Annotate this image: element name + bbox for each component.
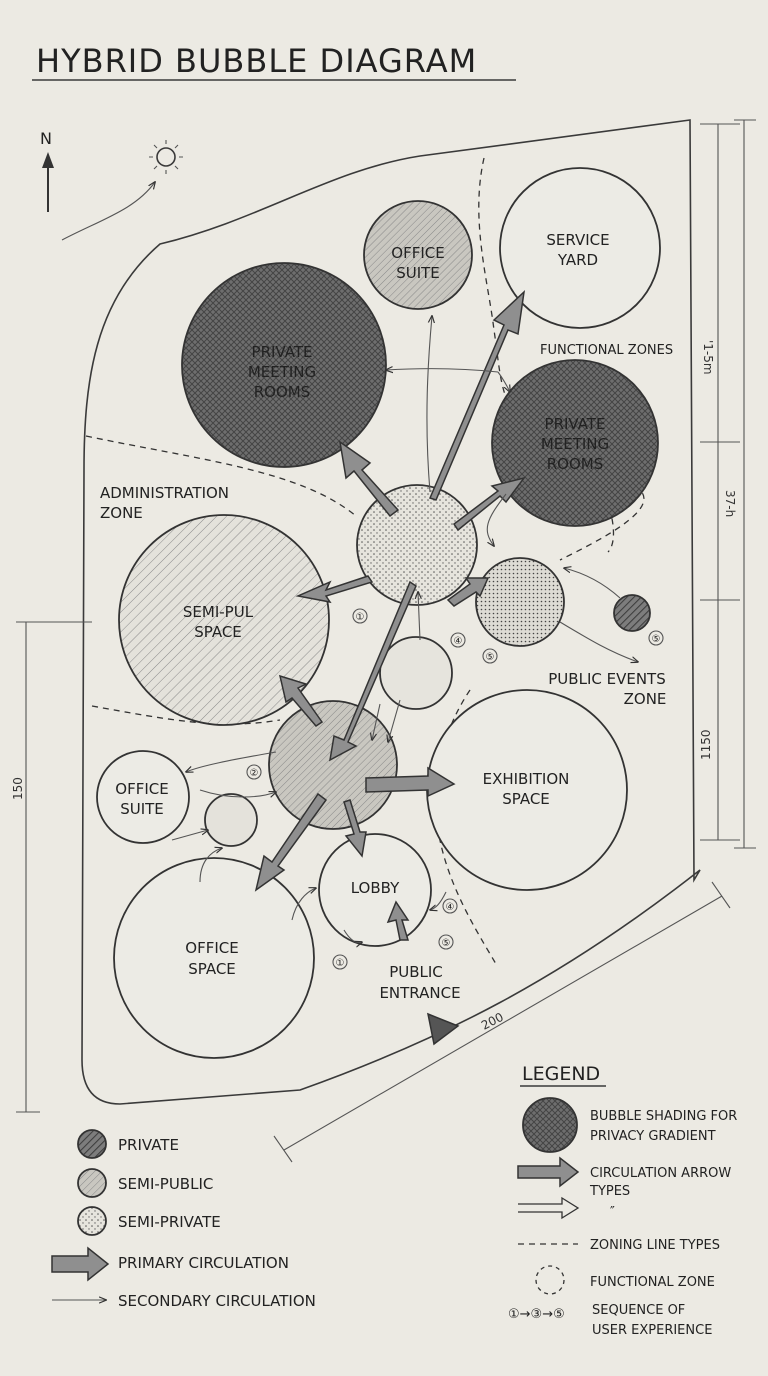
thick-arrow-icon	[51, 1246, 110, 1282]
legend-heading: LEGEND	[522, 1063, 600, 1085]
key-private-label: PRIVATE	[118, 1136, 179, 1154]
dashed-circle-icon	[535, 1265, 565, 1295]
small-link-bubble	[379, 636, 453, 710]
dim-top-right: '1-5m	[701, 340, 715, 375]
legend-circulation-line-2: TYPES	[589, 1184, 630, 1199]
office-suite-left-label-1: OFFICE	[115, 780, 168, 798]
legend: LEGEND BUBBLE SHADING FOR PRIVACY GRADIE…	[508, 1063, 737, 1338]
private-meeting-rooms-1-bubble	[181, 262, 387, 468]
service-yard-label-2: YARD	[557, 251, 598, 269]
hatched-circle-icon	[77, 1168, 107, 1198]
small-private-bubble	[613, 594, 651, 632]
legend-circulation-line-1: CIRCULATION ARROW	[590, 1166, 731, 1181]
key-primary-circulation-label: PRIMARY CIRCULATION	[118, 1254, 289, 1272]
dotted-circle-icon	[77, 1206, 107, 1236]
secondary-circulation-arrows	[171, 316, 638, 943]
legend-sequence-line-1: SEQUENCE OF	[592, 1303, 685, 1318]
sequence-icon: ①→③→⑤	[508, 1307, 565, 1322]
private-meeting-2-label-2: MEETING	[541, 435, 609, 453]
semi-pul-space-label-1: SEMI-PUL	[183, 603, 254, 621]
office-suite-left-label-2: SUITE	[120, 800, 164, 818]
key-semi-public-label: SEMI-PUBLIC	[118, 1175, 213, 1193]
legend-sequence-line-2: USER EXPERIENCE	[592, 1323, 712, 1338]
public-entrance-label-1: PUBLIC	[389, 963, 443, 981]
bottom-dimension-line	[273, 881, 731, 1163]
office-space-label-2: SPACE	[188, 960, 236, 978]
office-space-bubble	[113, 857, 315, 1059]
exhibition-space-label-2: SPACE	[502, 790, 550, 808]
seq-marker-7: ⑤	[442, 938, 451, 949]
seq-marker-4: ⑤	[486, 652, 495, 663]
legend-zoning-line: ZONING LINE TYPES	[590, 1238, 720, 1253]
administration-zone-label-1: ADMINISTRATION	[100, 484, 229, 502]
seq-marker-8: ①	[336, 958, 345, 969]
legend-shading-line-1: BUBBLE SHADING FOR	[590, 1109, 737, 1124]
entrance-triangle-icon	[426, 1012, 460, 1046]
site-boundary	[81, 119, 701, 1105]
private-meeting-2-label-1: PRIVATE	[545, 415, 606, 433]
circulation-arrows-icon	[517, 1156, 580, 1220]
seq-marker-2: ②	[250, 768, 259, 779]
seq-marker-1: ①	[356, 612, 365, 623]
office-suite-top-label-1: OFFICE	[391, 244, 444, 262]
public-entrance-label-2: ENTRANCE	[379, 984, 460, 1002]
private-meeting-1-label-3: ROOMS	[254, 383, 311, 401]
left-dimension-line	[16, 621, 92, 1113]
legend-functional-zone-line: FUNCTIONAL ZONE	[590, 1275, 715, 1290]
legend-ditto-mark: ″	[610, 1205, 615, 1220]
shaded-bubble-icon	[522, 1097, 578, 1153]
semi-private-bubble	[475, 557, 565, 647]
seq-marker-6: ④	[446, 902, 455, 913]
dark-circle-icon	[77, 1129, 107, 1159]
right-dimension-lines	[700, 119, 756, 849]
public-events-zone-label-1: PUBLIC EVENTS	[548, 670, 665, 688]
key-secondary-circulation-label: SECONDARY CIRCULATION	[118, 1292, 316, 1310]
small-office-bubble	[204, 793, 258, 847]
semi-pul-space-bubble	[118, 514, 330, 726]
hub-lower-bubble	[268, 700, 398, 830]
office-space-label-1: OFFICE	[185, 939, 238, 957]
office-suite-top-label-2: SUITE	[396, 264, 440, 282]
sun-icon	[61, 140, 183, 241]
legend-shading-line-2: PRIVACY GRADIENT	[590, 1129, 716, 1144]
private-meeting-1-label-2: MEETING	[248, 363, 316, 381]
exhibition-space-label-1: EXHIBITION	[483, 770, 570, 788]
lobby-label: LOBBY	[351, 879, 400, 897]
seq-marker-5: ⑤	[652, 634, 661, 645]
hub-top-bubble	[356, 484, 478, 606]
key-left: PRIVATE SEMI-PUBLIC SEMI-PRIVATE PRIMARY…	[51, 1129, 316, 1310]
page-title: HYBRID BUBBLE DIAGRAM	[36, 42, 477, 80]
functional-zones-label: FUNCTIONAL ZONES	[540, 343, 673, 358]
office-suite-left-bubble	[96, 750, 190, 844]
semi-pul-space-label-2: SPACE	[194, 623, 242, 641]
seq-marker-3: ④	[454, 636, 463, 647]
sequence-markers: ① ② ④ ⑤ ⑤ ④ ⑤ ①	[246, 608, 664, 970]
primary-circulation-arrows	[254, 290, 526, 941]
north-label: N	[40, 129, 52, 148]
dim-mid-right: 37-h	[723, 490, 737, 517]
private-meeting-2-label-3: ROOMS	[547, 455, 604, 473]
dim-left: 150	[11, 777, 25, 800]
north-arrow-icon	[42, 152, 54, 212]
private-meeting-1-label-1: PRIVATE	[252, 343, 313, 361]
administration-zone-label-2: ZONE	[100, 504, 143, 522]
office-suite-top-bubble	[363, 200, 473, 310]
dim-right-lower: 1150	[699, 729, 713, 760]
private-meeting-rooms-2-bubble	[491, 359, 659, 527]
key-semi-private-label: SEMI-PRIVATE	[118, 1213, 221, 1231]
public-events-zone-label-2: ZONE	[624, 690, 667, 708]
service-yard-bubble	[499, 167, 661, 329]
service-yard-label-1: SERVICE	[546, 231, 609, 249]
